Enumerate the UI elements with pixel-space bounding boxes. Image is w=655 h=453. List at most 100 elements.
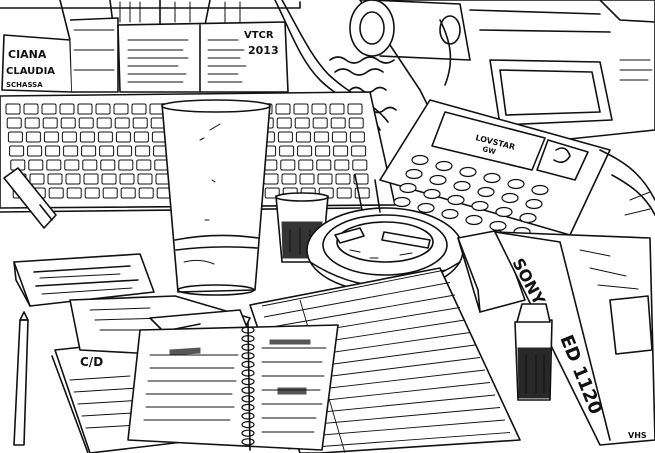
- calculator-key: [453, 180, 471, 192]
- lighter-right: [514, 303, 553, 401]
- spiral-ring: [241, 403, 255, 411]
- keyboard-key: [25, 131, 41, 143]
- keyboard-key: [293, 103, 309, 115]
- keyboard-key: [133, 131, 149, 143]
- keyboard-key: [66, 187, 82, 199]
- keyboard-key: [351, 145, 367, 157]
- calculator-keys: [393, 154, 549, 238]
- spiral-ring: [241, 395, 255, 403]
- keyboard-key: [114, 117, 130, 129]
- keyboard-key: [347, 103, 363, 115]
- cassette-box: [13, 253, 155, 307]
- sony-tape-box: SONY ED 1120 VHS: [494, 231, 655, 446]
- calculator-key: [447, 194, 465, 206]
- calculator-key: [519, 212, 537, 224]
- spiral-ring: [241, 421, 255, 429]
- keyboard-key: [331, 131, 347, 143]
- keyboard-key: [61, 131, 77, 143]
- keyboard-key: [78, 117, 94, 129]
- ruled-line: [263, 282, 451, 318]
- ruled-line: [261, 269, 446, 307]
- ruled-line: [287, 432, 511, 450]
- keyboard-key: [277, 131, 293, 143]
- keyboard-key: [329, 103, 345, 115]
- spiral-ring: [241, 352, 255, 360]
- calculator-key: [507, 178, 525, 190]
- keyboard-key: [113, 103, 129, 115]
- keyboard-key: [348, 117, 364, 129]
- keyboard-key: [65, 173, 81, 185]
- keyboard-key: [336, 187, 352, 199]
- keyboard-key: [316, 159, 332, 171]
- keyboard-key: [333, 145, 349, 157]
- spiral-ring: [241, 326, 255, 334]
- calculator-key: [405, 168, 423, 180]
- keyboard-key: [24, 117, 40, 129]
- spiral-rings: [241, 326, 255, 446]
- keyboard-key: [5, 103, 21, 115]
- keyboard-key: [312, 117, 328, 129]
- spiral-ring: [241, 386, 255, 394]
- keyboard-key: [313, 131, 329, 143]
- keyboard-key: [6, 117, 22, 129]
- spiral-ring: [241, 343, 255, 351]
- keyboard-key: [317, 173, 333, 185]
- keyboard-key: [294, 117, 310, 129]
- note-card-line3: SCHASSA: [6, 81, 43, 89]
- keyboard-key: [335, 173, 351, 185]
- calculator-key: [411, 154, 429, 166]
- ruled-line: [265, 294, 456, 329]
- keyboard-key: [353, 173, 369, 185]
- keyboard-key: [7, 131, 23, 143]
- calculator-key: [423, 188, 441, 200]
- keyboard-key: [102, 187, 118, 199]
- note-card-line2: CLAUDIA: [6, 66, 55, 77]
- calendar-year: 2013: [248, 44, 279, 57]
- keyboard-key: [138, 187, 154, 199]
- spiral-ring: [241, 369, 255, 377]
- spiral-ring: [241, 412, 255, 420]
- keyboard-key: [132, 117, 148, 129]
- keyboard-key: [275, 103, 291, 115]
- spiral-ring: [241, 360, 255, 368]
- camcorder: [349, 0, 655, 141]
- keyboard-key: [135, 145, 151, 157]
- tape-corner-label: VHS: [628, 431, 647, 440]
- calculator-key: [471, 200, 489, 212]
- keyboard-key: [99, 145, 115, 157]
- calculator-key: [477, 186, 495, 198]
- note-card-line1: CIANA: [8, 48, 47, 61]
- spiral-ring: [241, 438, 255, 446]
- keyboard-key: [117, 145, 133, 157]
- keyboard-key: [46, 159, 62, 171]
- keyboard-key: [28, 159, 44, 171]
- calendar-heading: VTCR: [244, 30, 274, 41]
- keyboard-key: [298, 159, 314, 171]
- keyboard-key: [42, 117, 58, 129]
- calculator-key: [531, 184, 549, 196]
- keyboard-key: [84, 187, 100, 199]
- keyboard-key: [27, 145, 43, 157]
- keyboard-key: [9, 145, 25, 157]
- calculator-key: [399, 182, 417, 194]
- keyboard-key: [95, 103, 111, 115]
- keyboard-key: [83, 173, 99, 185]
- keyboard-key: [136, 159, 152, 171]
- stapler: [457, 229, 526, 313]
- spiral-notepad: [127, 321, 339, 451]
- keyboard-key: [23, 103, 39, 115]
- keyboard-key: [281, 173, 297, 185]
- right-objects: [599, 149, 655, 216]
- keyboard-key: [81, 145, 97, 157]
- keyboard-key: [100, 159, 116, 171]
- lighter-left: [3, 167, 57, 229]
- keyboard-key: [29, 173, 45, 185]
- calculator-key: [435, 160, 453, 172]
- spiral-ring: [241, 335, 255, 343]
- keyboard-key: [47, 173, 63, 185]
- keyboard-key: [115, 131, 131, 143]
- keyboard-key: [334, 159, 350, 171]
- calculator-key: [465, 214, 483, 226]
- calculator-key: [501, 192, 519, 204]
